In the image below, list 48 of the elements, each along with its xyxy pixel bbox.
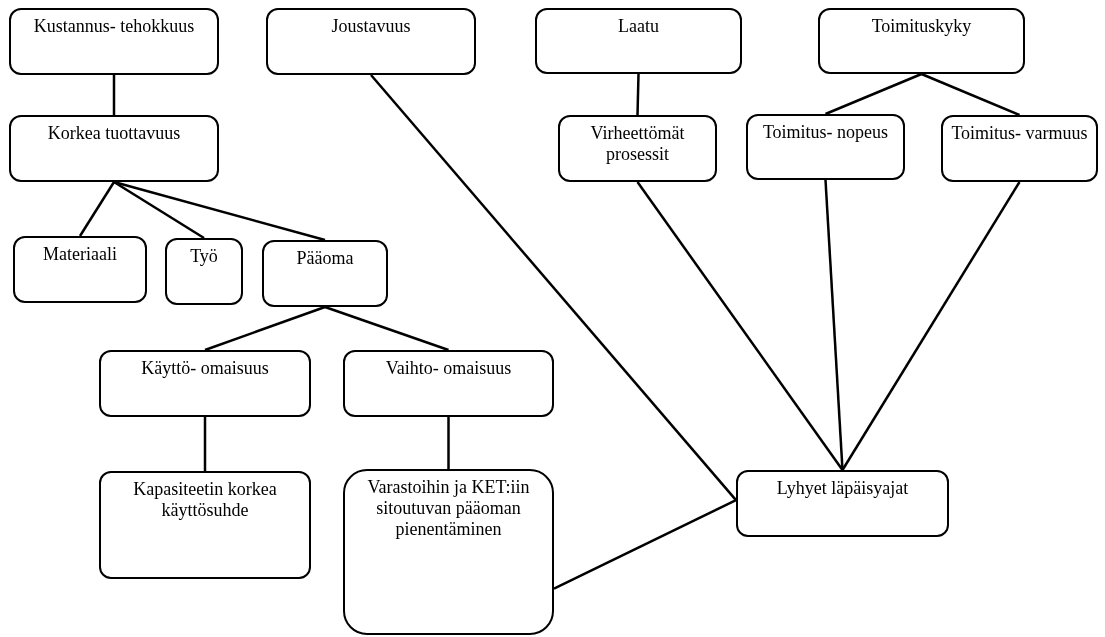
connector-line bbox=[841, 181, 1021, 471]
rounded-box bbox=[746, 114, 905, 180]
rounded-box bbox=[13, 236, 147, 303]
rounded-box bbox=[535, 8, 742, 74]
connector-line bbox=[921, 72, 1020, 117]
connector-line bbox=[78, 181, 116, 237]
rounded-box bbox=[99, 471, 311, 579]
connector-line bbox=[112, 75, 116, 115]
box-label: Materiaali bbox=[42, 244, 118, 265]
rounded-box bbox=[165, 238, 243, 305]
connector-line bbox=[203, 417, 207, 471]
connector-line bbox=[447, 417, 450, 469]
connector-line bbox=[825, 72, 922, 116]
box-label: Kustannus- tehokkuus bbox=[32, 16, 196, 37]
rounded-box bbox=[99, 350, 311, 417]
box-label: Kapasiteetin korkea käyttösuhde bbox=[132, 479, 278, 521]
box-label: Käyttö- omaisuus bbox=[140, 358, 270, 379]
box-label: Korkea tuottavuus bbox=[46, 123, 182, 144]
rounded-box bbox=[818, 8, 1025, 74]
rounded-box bbox=[9, 8, 219, 75]
box-label: Toimitus- nopeus bbox=[761, 122, 890, 143]
box-label: Vaihto- omaisuus bbox=[384, 358, 513, 379]
rounded-box bbox=[736, 470, 949, 537]
rounded-box bbox=[558, 115, 717, 182]
box-label: Työ bbox=[189, 246, 219, 267]
connector-line bbox=[553, 499, 737, 590]
rounded-box bbox=[262, 240, 388, 307]
rounded-box bbox=[343, 469, 554, 635]
connector-line bbox=[636, 73, 640, 116]
connector-line bbox=[370, 74, 737, 501]
rounded-box bbox=[9, 115, 219, 182]
box-label: Virheettömät prosessit bbox=[589, 123, 686, 165]
box-label: Toimituskyky bbox=[870, 16, 973, 37]
rounded-box bbox=[941, 115, 1098, 182]
box-label: Varastoihin ja KET:iin sitoutuvan pääoman pienentäminen bbox=[366, 477, 531, 540]
connector-line bbox=[113, 180, 205, 240]
box-label: Toimitus- varmuus bbox=[950, 123, 1089, 144]
rounded-box bbox=[343, 350, 554, 417]
connector-line bbox=[113, 180, 326, 242]
box-label: Joustavuus bbox=[330, 16, 412, 37]
rounded-box bbox=[266, 8, 476, 75]
box-label: Lyhyet läpäisyajat bbox=[775, 478, 910, 499]
box-label: Pääoma bbox=[295, 248, 355, 269]
connector-line bbox=[636, 181, 844, 471]
connector-line bbox=[204, 305, 326, 352]
connector-line bbox=[324, 305, 449, 352]
connector-line bbox=[824, 179, 844, 471]
box-label: Laatu bbox=[617, 16, 660, 37]
